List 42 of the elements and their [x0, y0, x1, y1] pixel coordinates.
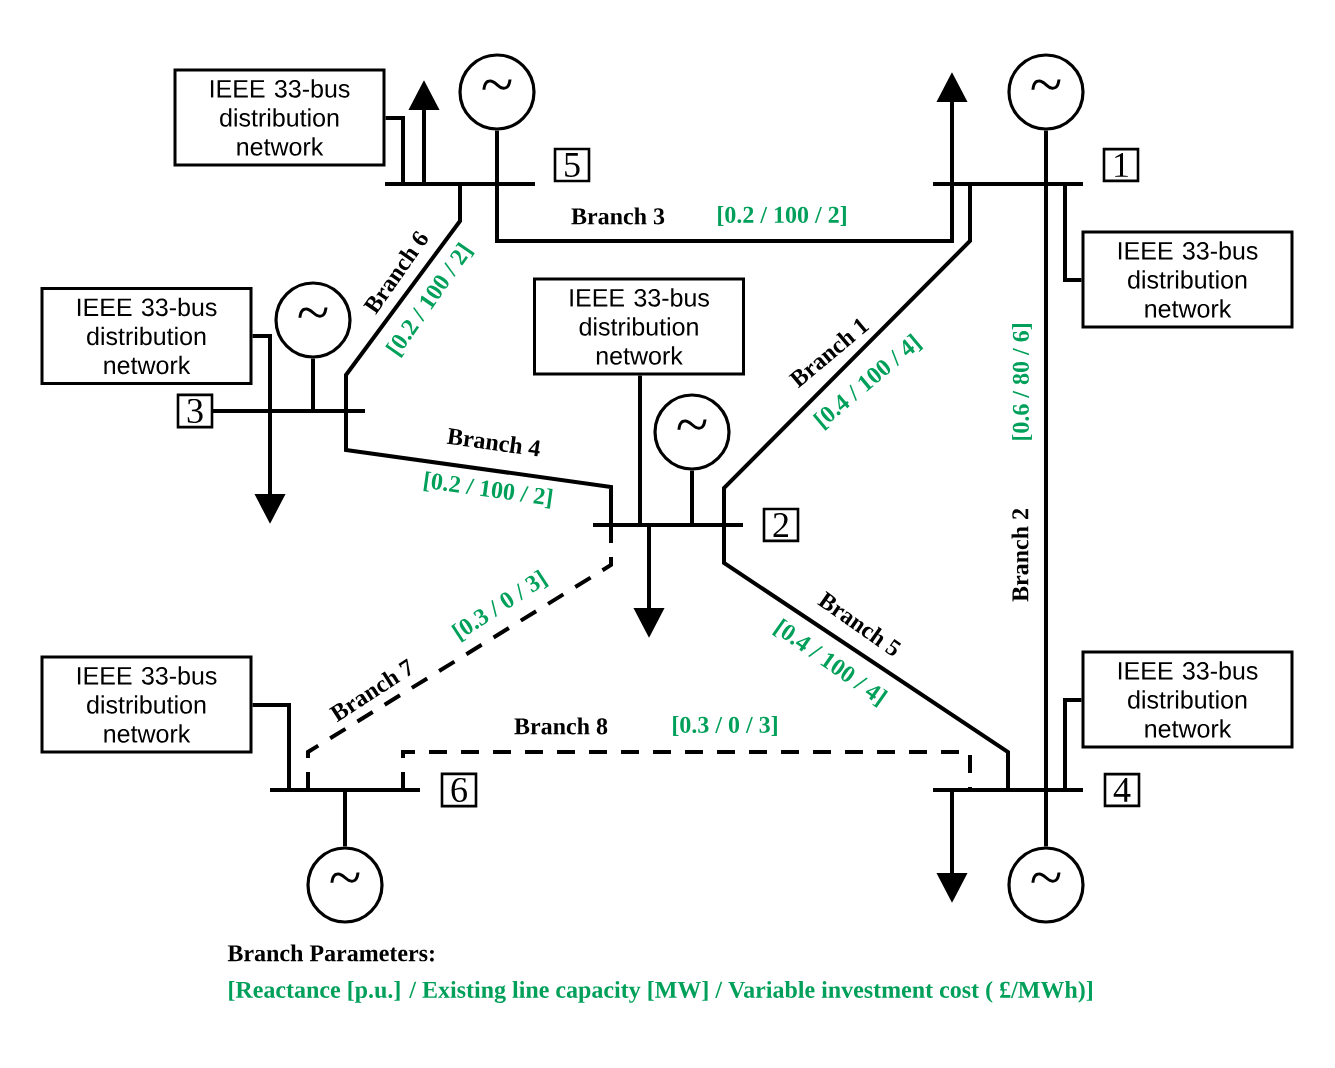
bus-number-box: 2 [762, 507, 800, 543]
network-box: IEEE 33-bus distribution network [1081, 230, 1294, 329]
branch-name: Branch 2 [1009, 506, 1031, 604]
branch-line [344, 411, 613, 525]
network-box: IEEE 33-bus distribution network [173, 68, 386, 167]
connector-line [343, 790, 347, 847]
branch-name: Branch 8 [512, 715, 610, 737]
connector-line [1063, 184, 1082, 282]
branch-parameters: [0.3 / 0 / 3] [669, 714, 781, 738]
connector-line [311, 358, 315, 411]
connector-line [252, 703, 291, 790]
legend-heading: Branch Parameters: [225, 942, 438, 964]
bus-number-box: 3 [176, 393, 214, 429]
branch-name: Branch 3 [569, 205, 667, 227]
connector-line [1044, 130, 1048, 184]
branch-line [495, 184, 954, 243]
connector-line [1063, 698, 1082, 790]
connector-line [638, 375, 642, 525]
bus-number-box: 4 [1103, 772, 1141, 808]
branch-parameters: [0.6 / 80 / 6] [1010, 320, 1034, 444]
branch-line [722, 525, 1010, 790]
connector-line [385, 116, 405, 184]
network-box: IEEE 33-bus distribution network [40, 287, 253, 385]
branch-parameters: [0.3 / 0 / 3] [446, 565, 554, 647]
branch-line [306, 525, 613, 790]
network-box: IEEE 33-bus distribution network [1081, 650, 1294, 749]
branch-name: Branch 4 [444, 424, 544, 460]
branch-parameters: [0.2 / 100 / 2] [419, 468, 557, 512]
network-box: IEEE 33-bus distribution network [40, 655, 253, 754]
network-box: IEEE 33-bus distribution network [533, 277, 745, 376]
connector-line [690, 470, 694, 525]
connector-line [252, 334, 272, 411]
parameter-key: [Reactance [p.u.] / Existing line capacity [MW] / Variable investment cost ( £/MWh)] [225, 979, 1096, 1005]
bus-number-box: 5 [553, 147, 591, 183]
branch-line [344, 184, 462, 411]
branch-parameters: [0.2 / 100 / 2] [714, 204, 850, 228]
connector-line [1044, 790, 1048, 847]
bus-number-box: 1 [1102, 147, 1140, 183]
branch-line [722, 184, 972, 525]
bus-number-box: 6 [440, 772, 478, 808]
branch-line [1044, 184, 1048, 790]
connector-line [495, 130, 499, 184]
